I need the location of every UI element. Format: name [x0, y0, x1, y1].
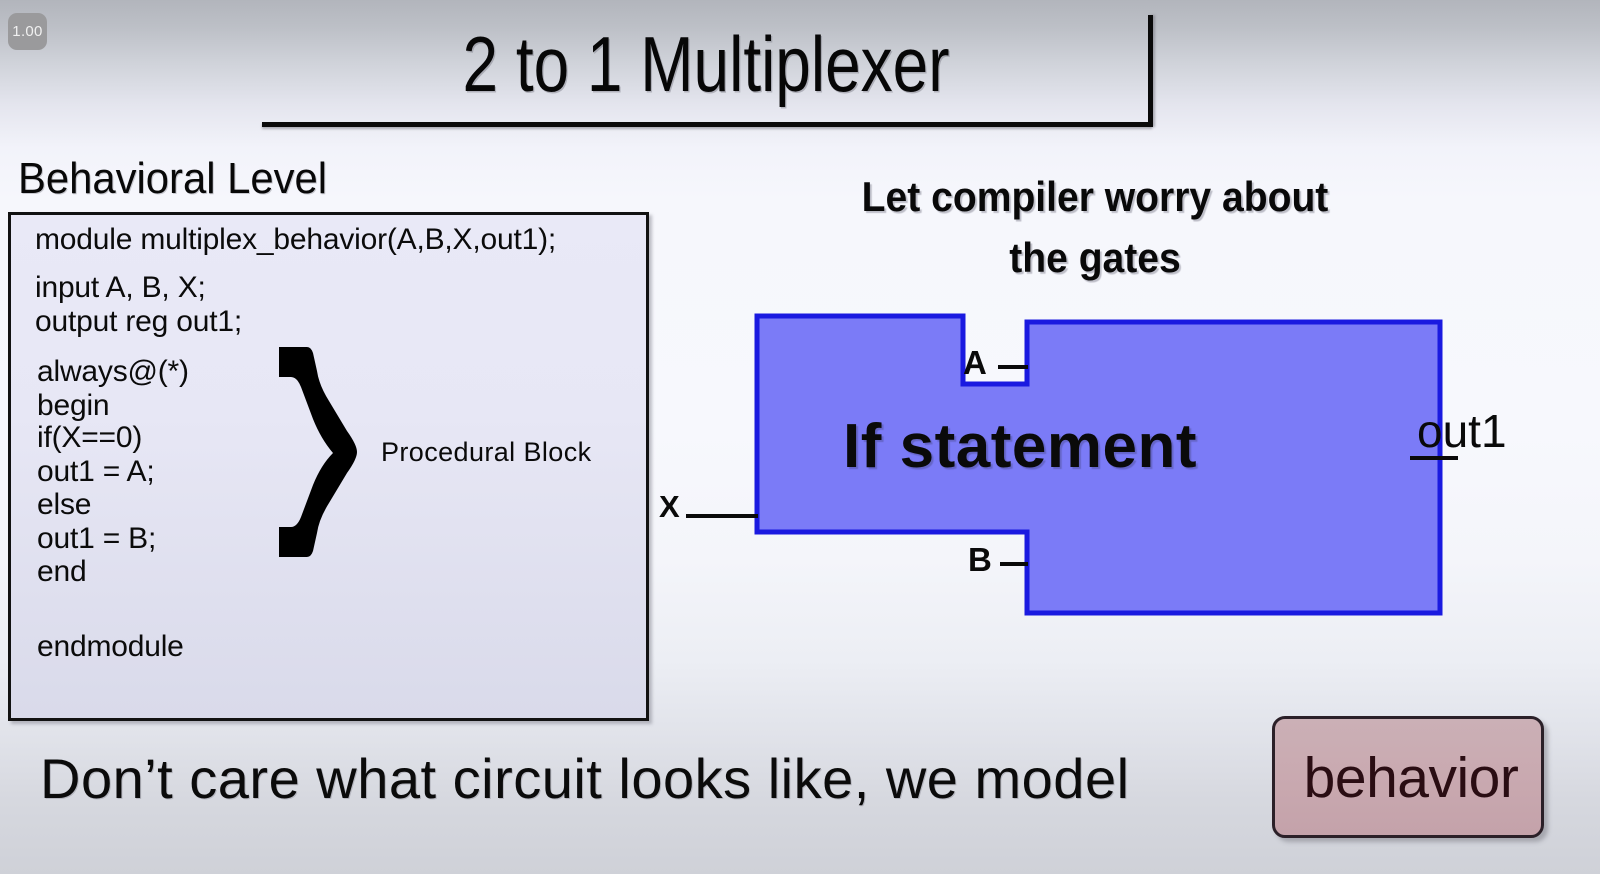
- wire-a: [998, 365, 1028, 369]
- port-label-x: X: [659, 489, 680, 524]
- code-line: output reg out1;: [35, 305, 242, 338]
- port-label-out1: out1: [1417, 405, 1507, 457]
- code-line: module multiplex_behavior(A,B,X,out1);: [35, 223, 557, 256]
- title-rule-vertical: [1148, 15, 1153, 127]
- mux-block-diagram: [650, 280, 1600, 640]
- code-line: out1 = B;: [37, 522, 157, 555]
- wire-x: [686, 514, 758, 518]
- code-line: end: [37, 555, 87, 588]
- code-line: endmodule: [37, 630, 184, 663]
- timer-badge[interactable]: 1.00: [8, 13, 47, 50]
- port-label-a: A: [963, 344, 987, 381]
- code-line: input A, B, X;: [35, 271, 206, 304]
- compiler-heading: Let compiler worry about the gates: [728, 166, 1463, 288]
- code-line: if(X==0): [37, 421, 143, 454]
- page-title: 2 to 1 Multiplexer: [462, 20, 950, 108]
- code-line: always@(*): [37, 355, 189, 388]
- curly-brace-svg: [279, 347, 357, 557]
- title-underline-horizontal: [262, 122, 1152, 127]
- verilog-code-box: module multiplex_behavior(A,B,X,out1); i…: [8, 212, 649, 721]
- wire-out1: [1410, 456, 1458, 460]
- curly-brace-icon: [277, 345, 369, 557]
- compiler-heading-line-2: the gates: [1009, 234, 1181, 281]
- code-line: else: [37, 488, 92, 521]
- if-statement-label: If statement: [843, 412, 1197, 481]
- code-line: begin: [37, 389, 110, 422]
- behavioral-level-heading: Behavioral Level: [18, 154, 328, 203]
- port-label-b: B: [968, 541, 992, 578]
- procedural-block-label: Procedural Block: [381, 437, 592, 467]
- compiler-heading-line-1: Let compiler worry about: [861, 173, 1329, 220]
- behavior-highlight-box: behavior: [1272, 716, 1544, 838]
- if-statement-block-shape: [754, 313, 1443, 616]
- bottom-caption: Don’t care what circuit looks like, we m…: [40, 747, 1130, 810]
- wire-b: [1000, 562, 1028, 566]
- code-line: out1 = A;: [37, 455, 155, 488]
- mux-polygon: [754, 313, 1443, 616]
- behavior-highlight-label: behavior: [1303, 746, 1519, 810]
